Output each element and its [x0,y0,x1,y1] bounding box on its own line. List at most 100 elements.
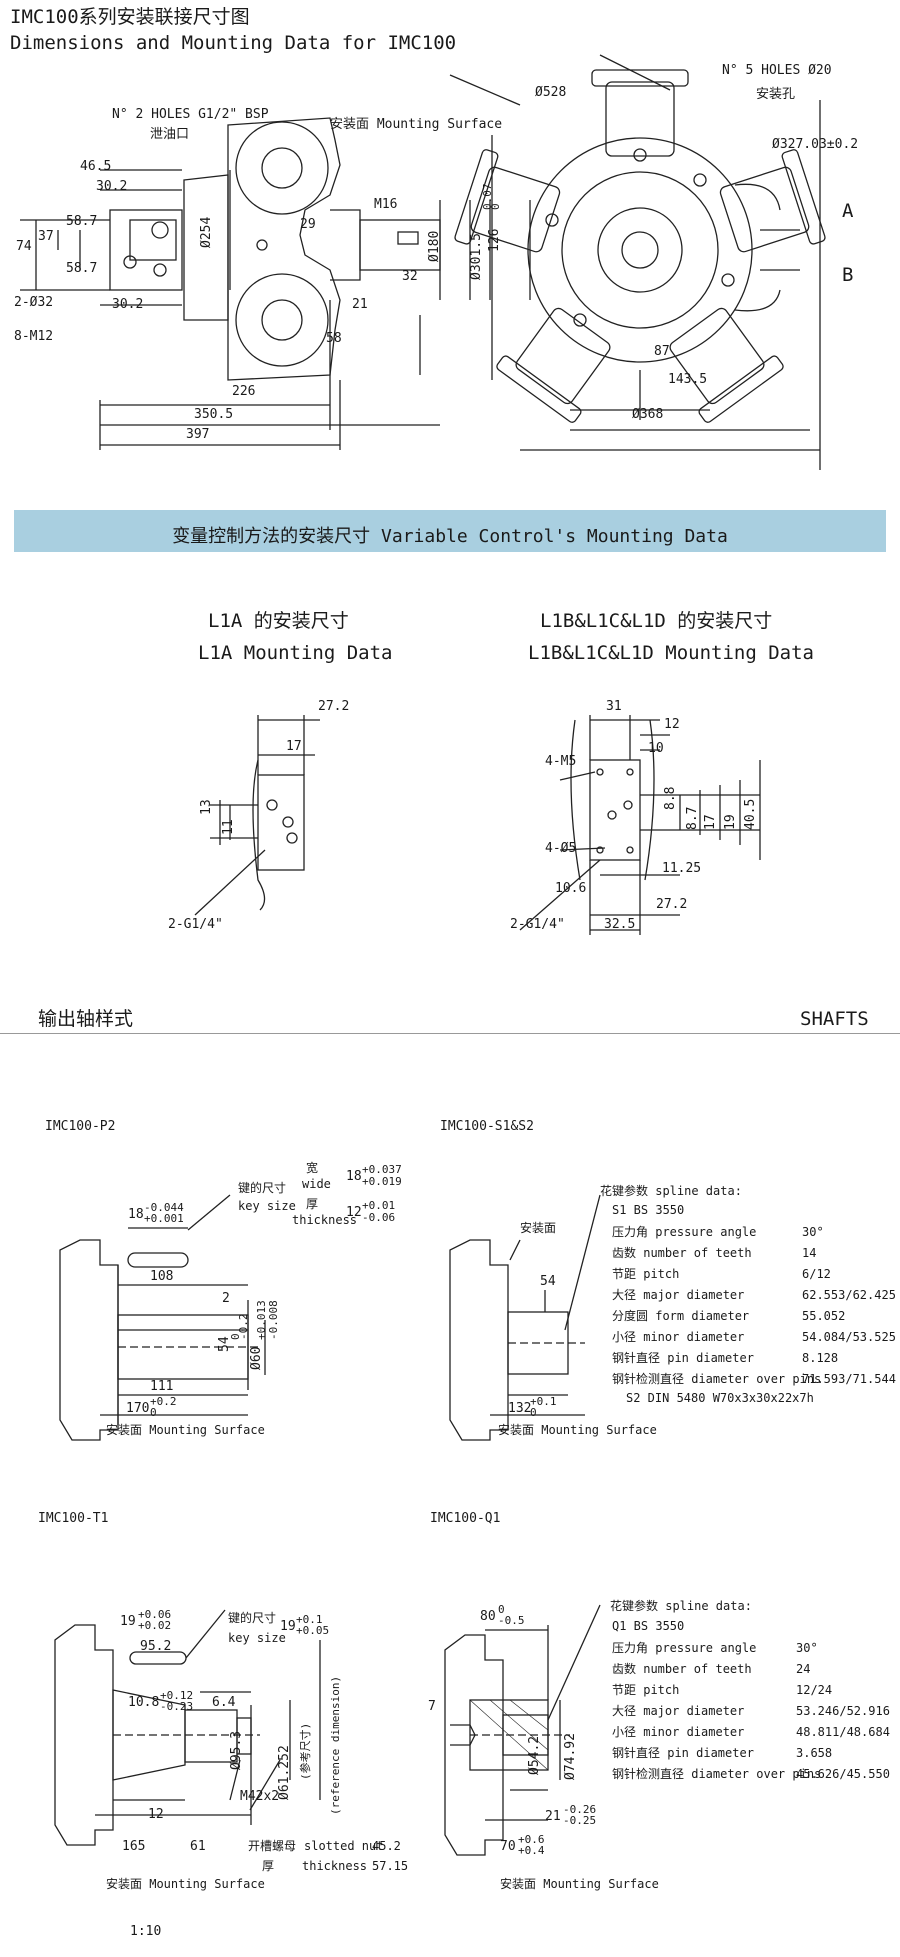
p2-thick-cn: 厚 [306,1197,319,1211]
spline-value: 45.626/45.550 [796,1767,890,1781]
dim-dia-180: Ø180 [427,230,442,262]
dim-46-5: 46.5 [80,159,112,174]
t1-dim-10-8: 10.8 [128,1695,160,1710]
drain-label: 泄油口 [150,127,190,142]
motor-front-view [449,54,827,470]
l1a-title-en: L1A Mounting Data [198,642,393,664]
spline-label: 节距 pitch [612,1267,680,1281]
l1a-dim-13: 13 [199,799,214,815]
dim-dia-254: Ø254 [199,216,214,248]
spline-value: 48.811/48.684 [796,1725,890,1739]
q1-dim-7: 7 [428,1699,436,1714]
p2-dim-dia-60: Ø60 [249,1346,264,1370]
spline-value: 71.593/71.544 [802,1372,896,1386]
p2-len-tol-u: +0.2 [150,1395,177,1408]
l1b-title-en: L1B&L1C&L1D Mounting Data [528,642,814,664]
q1-dim-21-tol-l: -0.25 [563,1814,597,1827]
spline-row: 节距 pitch 12/24 [612,1680,900,1701]
spline-label: 小径 minor diameter [612,1725,745,1739]
t1-drawing [54,1609,321,1846]
t1-thick-en: thickness [302,1859,368,1873]
spline-row: 小径 minor diameter 48.811/48.684 [612,1722,900,1743]
dim-58-7-a: 58.7 [66,214,98,229]
motor-side-view [20,117,493,450]
scale-label: 1:10 [130,1924,162,1939]
q1-dim-21: 21 [545,1809,561,1824]
dim-58: 58 [326,331,342,346]
t1-dim-19: 19 [120,1614,136,1629]
spline-value: 8.128 [802,1351,839,1365]
spline-label: 齿数 number of teeth [612,1246,752,1260]
s1s2-dim-132-tol-l: 0 [530,1406,537,1419]
spline-label: 压力角 pressure angle [612,1225,757,1239]
dim-58-7-b: 58.7 [66,261,98,276]
l1b-drawing [519,715,761,935]
spline-value: 3.658 [796,1746,833,1760]
spline-label: 大径 major diameter [612,1288,745,1302]
spline-value: 12/24 [796,1683,833,1697]
q1-dim-dia-54-2: Ø54.2 [527,1735,542,1775]
holes-bsp-label: N° 2 HOLES G1/2" BSP [112,107,269,122]
dim-126: 126 [487,228,502,252]
spline-label: 小径 minor diameter [612,1330,745,1344]
p2-thick-tol-l: -0.06 [362,1211,396,1224]
spline-value: 53.246/52.916 [796,1704,890,1718]
rotation-a-label: A [842,200,854,222]
dim-143-5: 143.5 [668,372,708,387]
dim-32: 32 [402,269,418,284]
section-divider [0,1033,900,1034]
p2-key-en: key size [238,1199,296,1213]
spline-row: 钢针直径 pin diameter 3.658 [612,1743,900,1764]
rotation-b-label: B [842,264,854,286]
title-cn: IMC100系列安装联接尺寸图 [10,6,250,28]
spline-label: 齿数 number of teeth [612,1662,752,1676]
t1-dim-19-tol-l: +0.02 [138,1619,172,1632]
dim-74: 74 [16,239,32,254]
p2-wide-value: 18 [346,1169,362,1184]
dim-dia-368: Ø368 [632,407,664,422]
t1-key-en: key size [228,1631,286,1645]
t1-dim-dia-95-3: Ø95.3 [229,1730,244,1770]
q1-drawing [444,1604,601,1856]
title-en: Dimensions and Mounting Data for IMC100 [10,32,457,54]
q1-name: IMC100-Q1 [430,1511,501,1526]
dim-226: 226 [232,384,256,399]
t1-key-tol-u: +0.1 [296,1613,323,1626]
t1-m42: M42x2 [240,1789,280,1804]
t1-nut-value: 45.2 [372,1839,401,1853]
s1s2-name: IMC100-S1&S2 [440,1119,534,1134]
l1b-dim-31: 31 [606,699,622,714]
variable-control-banner-text: 变量控制方法的安装尺寸 Variable Control's Mounting … [172,526,728,547]
spline-label: 钢针检测直径 diameter over pins [612,1372,822,1386]
l1a-port-label: 2-G1/4" [168,917,223,932]
p2-wide-tol-l: +0.019 [362,1175,402,1188]
l1b-dim-11-25: 11.25 [662,861,702,876]
dim-37: 37 [38,229,54,244]
l1b-dim-12: 12 [664,717,680,732]
p2-d54-tol-l: -0.2 [237,1313,250,1341]
q1-dim-70-tol-l: +0.4 [518,1844,545,1857]
p2-wide-cn: 宽 [306,1161,319,1175]
p2-thick-tol-u: +0.01 [362,1199,396,1212]
q1-mount-label: 安装面 Mounting Surface [500,1877,659,1891]
dim-21: 21 [352,297,368,312]
spline-label: 节距 pitch [612,1683,680,1697]
dim-dia-528: Ø528 [535,85,567,100]
p2-wide-tol-u: +0.037 [362,1163,402,1176]
p2-key-cn: 键的尺寸 [238,1181,287,1195]
spline-label: 钢针直径 pin diameter [612,1746,754,1760]
dim-397: 397 [186,427,210,442]
mounting-surface-label: 安装面 Mounting Surface [330,117,503,132]
t1-name: IMC100-T1 [38,1511,109,1526]
p2-mount-label: 安装面 Mounting Surface [106,1423,265,1437]
s1s2-mount-cn: 安装面 [520,1221,557,1235]
